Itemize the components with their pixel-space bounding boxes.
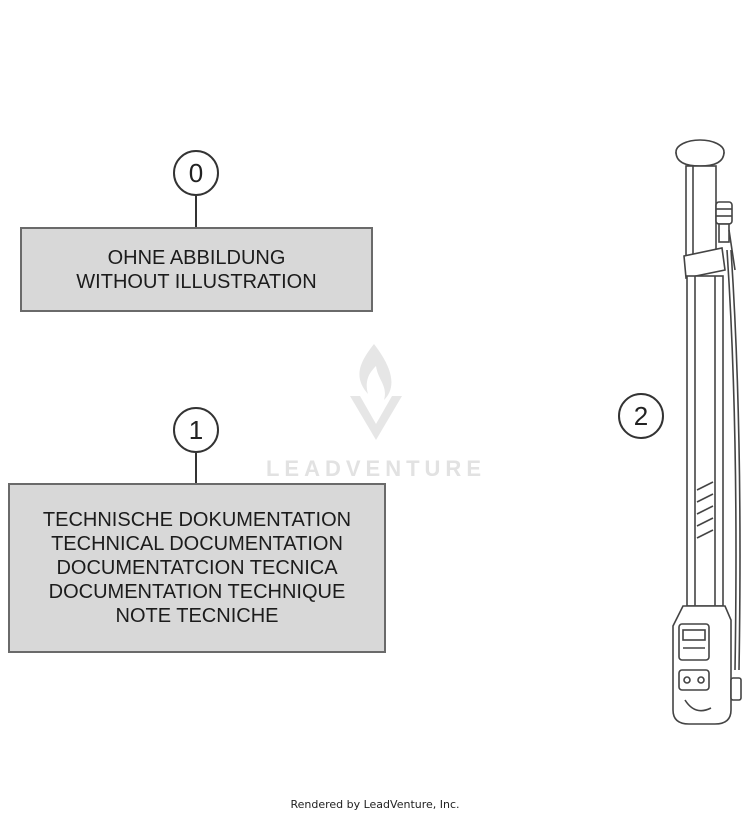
box-0-line-2: WITHOUT ILLUSTRATION	[76, 270, 317, 293]
footer-credit: Rendered by LeadVenture, Inc.	[290, 798, 460, 811]
callout-0: 0	[173, 150, 219, 196]
box-1-line-3: DOCUMENTATCION TECNICA	[56, 557, 338, 579]
watermark-text: LEADVENTURE	[265, 456, 486, 481]
leader-line-1	[195, 453, 197, 484]
leadventure-watermark: LEADVENTURE	[246, 340, 506, 490]
label-box-technical-documentation: TECHNISCHE DOKUMENTATION TECHNICAL DOCUM…	[8, 483, 386, 653]
box-0-line-1: OHNE ABBILDUNG	[107, 246, 286, 269]
callout-1: 1	[173, 407, 219, 453]
leader-line-0	[195, 196, 197, 228]
box-1-line-4: DOCUMENTATION TECHNIQUE	[48, 581, 346, 603]
box-1-line-1: TECHNISCHE DOKUMENTATION	[42, 509, 352, 531]
callout-2: 2	[618, 393, 664, 439]
box-1-line-5: NOTE TECNICHE	[115, 605, 279, 627]
pressure-gauge-illustration	[672, 139, 742, 725]
callout-0-number: 0	[188, 157, 204, 188]
callout-2-number: 2	[633, 400, 649, 431]
label-box-without-illustration: OHNE ABBILDUNG WITHOUT ILLUSTRATION	[20, 227, 373, 312]
box-1-line-2: TECHNICAL DOCUMENTATION	[51, 533, 343, 555]
callout-1-number: 1	[188, 414, 204, 445]
flame-logo-icon	[350, 344, 402, 440]
